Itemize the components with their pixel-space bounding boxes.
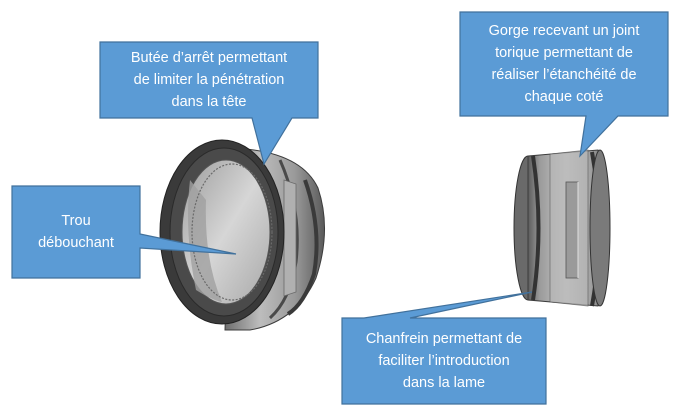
right-part-drawing: [513, 149, 611, 307]
callout-butee-text: Butée d’arrêt permettant de limiter la p…: [100, 42, 318, 118]
callout-gorge-line-2: torique permettant de: [495, 45, 633, 61]
callout-chanfrein-line-1: Chanfrein permettant de: [365, 331, 523, 347]
left-part-groove-2: [286, 179, 319, 316]
left-part-drawing: [159, 139, 325, 331]
callout-butee-line-1: Butée d’arrêt permettant: [130, 50, 288, 66]
callout-chanfrein-line-3: dans la lame: [402, 375, 486, 391]
callout-butee-line-3: dans la tête: [171, 94, 247, 110]
callout-chanfrein-shape: [341, 291, 547, 405]
left-part-slot: [283, 179, 297, 297]
left-part-threads: [191, 163, 273, 301]
left-part-bore-shadow: [188, 180, 222, 302]
callout-gorge-line-4: chaque coté: [524, 89, 604, 105]
callout-gorge-line-1: Gorge recevant un joint: [488, 23, 640, 39]
right-part-slot: [565, 181, 579, 279]
callout-gorge-text: Gorge recevant un joint torique permetta…: [460, 12, 668, 116]
right-part-right-end: [589, 149, 611, 307]
callout-chanfrein-line-2: faciliter l’introduction: [378, 353, 510, 369]
callout-trou-shape: [11, 185, 237, 279]
callout-trou-text: Trou débouchant: [12, 186, 140, 278]
callout-trou-line-1: Trou: [61, 213, 91, 229]
callout-gorge-shape: [459, 11, 669, 158]
callout-trou-line-2: débouchant: [38, 235, 114, 251]
callout-butee-shape: [99, 41, 319, 166]
callout-butee-line-2: de limiter la pénétration: [133, 72, 285, 88]
right-part-groove-left: [531, 155, 541, 301]
callout-chanfrein-text: Chanfrein permettant de faciliter l’intr…: [342, 318, 546, 404]
callout-gorge-line-3: réaliser l’étanchéité de: [491, 67, 637, 83]
